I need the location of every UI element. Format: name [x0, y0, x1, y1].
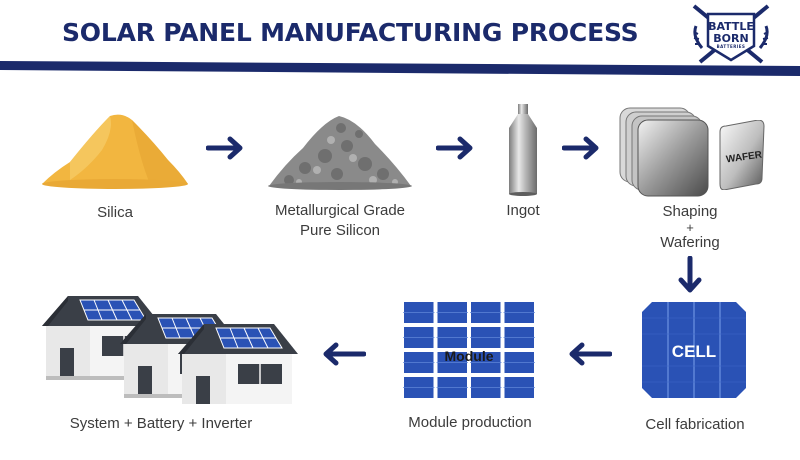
rock-pile-icon [268, 116, 412, 190]
page-title: SOLAR PANEL MANUFACTURING PROCESS [62, 18, 639, 47]
stage-silica: Silica [40, 110, 190, 230]
header: SOLAR PANEL MANUFACTURING PROCESS BATTLE… [0, 0, 800, 80]
label-shaping-line-3: Wafering [660, 234, 720, 251]
label-silicon-line-2: Pure Silicon [299, 222, 381, 239]
stage-cell: CELL Cell fabrication [620, 302, 770, 442]
stage-shaping: WAFER Shaping + Wafering [610, 104, 780, 254]
arrow-right-icon [436, 136, 473, 160]
arrow-right-icon [562, 136, 599, 160]
module-text: Module [444, 348, 494, 364]
stage-silicon: Metallurgical Grade Pure Silicon [250, 108, 430, 248]
stage-ingot: Ingot [488, 104, 558, 224]
crossed-swords-icon [692, 4, 770, 64]
arrow-left-icon [569, 342, 612, 366]
label-shaping-line-2: + [686, 220, 694, 235]
label-system: System + Battery + Inverter [69, 415, 253, 432]
arrow-down-icon [678, 256, 702, 293]
wafer-icon [719, 120, 765, 190]
wafer-stack-icon [619, 107, 709, 197]
stage-system: System + Battery + Inverter [30, 282, 300, 442]
arrow-left-icon [323, 342, 366, 366]
houses-with-panels-icon [41, 295, 299, 404]
solar-cell-icon [642, 302, 746, 398]
header-divider [0, 61, 800, 76]
arrow-right-icon [206, 136, 243, 160]
label-module: Module production [408, 414, 532, 431]
label-cell: Cell fabrication [645, 416, 745, 433]
cell-text: CELL [671, 342, 717, 361]
label-silicon-line-1: Metallurgical Grade [274, 202, 406, 219]
battle-born-logo: BATTLE BORN BATTERIES [690, 2, 772, 68]
label-shaping-line-1: Shaping [662, 203, 718, 220]
logo-line-3: BATTERIES [716, 44, 746, 49]
label-silica: Silica [97, 204, 133, 221]
logo-line-1: BATTLE [708, 20, 754, 33]
silica-pile-icon [42, 114, 188, 189]
ingot-icon [509, 104, 537, 196]
logo-line-2: BORN [713, 32, 749, 45]
solar-module-icon [402, 300, 536, 400]
label-ingot: Ingot [506, 202, 540, 219]
stage-module: Module Module production [380, 300, 560, 440]
